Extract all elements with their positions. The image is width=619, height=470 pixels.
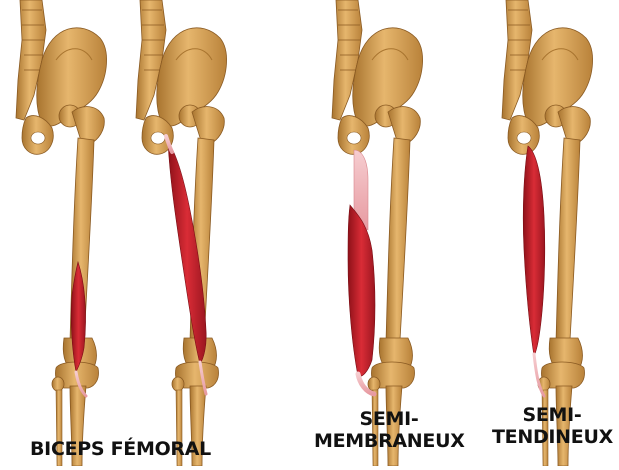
leg-panel-biceps-femoral-long-head — [136, 0, 227, 466]
caption-line: SEMI- — [314, 408, 464, 430]
caption-semi-tendineux: SEMI- TENDINEUX — [492, 404, 612, 448]
caption-line: SEMI- — [492, 404, 612, 426]
caption-line: TENDINEUX — [492, 426, 612, 448]
caption-biceps-femoral: BICEPS FÉMORAL — [30, 438, 211, 460]
leg-panel-semi-membraneux — [332, 0, 423, 466]
caption-semi-membraneux: SEMI- MEMBRANEUX — [314, 408, 464, 452]
semitendinosus-muscle — [523, 146, 545, 356]
leg-panel-semi-tendineux — [502, 0, 593, 466]
semimembranosus-muscle — [348, 205, 375, 376]
leg-panel-biceps-femoral — [16, 0, 107, 466]
caption-line: MEMBRANEUX — [314, 430, 464, 452]
caption-line: BICEPS FÉMORAL — [30, 438, 211, 460]
